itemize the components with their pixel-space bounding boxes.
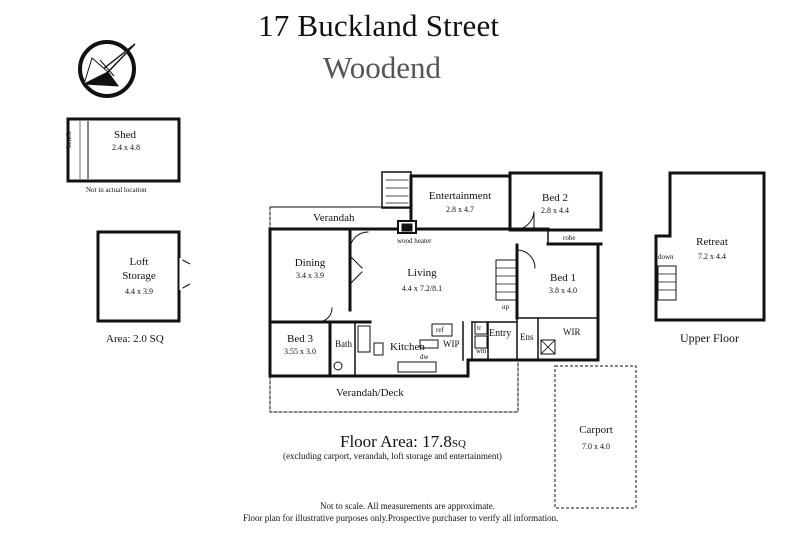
verandah-deck-label: Verandah/Deck (336, 387, 404, 399)
shed-label: Shed (114, 129, 136, 141)
kitchen-label: Kitchen (390, 341, 425, 353)
wip-label: WIP (443, 339, 460, 349)
compass-icon (78, 40, 136, 98)
floor-area-main: Floor Area: 17.8 (340, 432, 452, 451)
loft-size: 4.4 x 3.9 (125, 287, 153, 296)
dw-label: dw (420, 353, 429, 361)
floor-area-unit: SQ (451, 438, 466, 450)
carport-size: 7.0 x 4.0 (582, 442, 610, 451)
floor-area: Floor Area: 17.8SQ (340, 432, 466, 452)
verandah-top-label: Verandah (313, 212, 355, 224)
bed2-label: Bed 2 (542, 192, 568, 204)
ens-label: Ens (520, 332, 534, 342)
disclaimer-line-1: Not to scale. All measurements are appro… (320, 501, 495, 511)
bed1-size: 3.8 x 4.0 (549, 286, 577, 295)
loft-label-2: Storage (122, 270, 156, 282)
main-house-walls (268, 171, 603, 413)
disclaimer-line-2: Floor plan for illustrative purposes onl… (243, 513, 559, 523)
suburb-title: Woodend (323, 50, 442, 85)
retreat-outline (654, 171, 766, 322)
bed2-size: 2.8 x 4.4 (541, 206, 569, 215)
carport-label: Carport (579, 424, 613, 436)
dining-label: Dining (294, 257, 326, 269)
stairs-up-label: up (502, 303, 509, 311)
street-title: 17 Buckland Street (258, 8, 500, 43)
retreat-label: Retreat (696, 236, 728, 248)
living-label: Living (407, 267, 437, 279)
floor-area-note: (excluding carport, verandah, loft stora… (283, 451, 502, 461)
dining-size: 3.4 x 3.9 (296, 271, 324, 280)
loft-label-1: Loft (129, 256, 149, 268)
bath-label: Bath (335, 339, 352, 349)
bed1-label: Bed 1 (550, 272, 576, 284)
stairs-down-label: down (658, 253, 674, 261)
bed3-label: Bed 3 (287, 333, 313, 345)
wood-heater-label: wood heater (397, 237, 432, 245)
loft-area: Area: 2.0 SQ (106, 333, 164, 345)
tr-label: tr (477, 324, 482, 332)
upper-floor-label: Upper Floor (680, 331, 739, 345)
shed-size: 2.4 x 4.8 (112, 143, 140, 152)
shed-outline (66, 117, 181, 183)
carport-outline (554, 365, 637, 509)
entry-label: Entry (489, 328, 512, 339)
bed3-size: 3.55 x 3.0 (284, 347, 316, 356)
bench-label: bench (65, 131, 73, 148)
entertainment-label: Entertainment (428, 190, 492, 202)
shed-note: Not in actual location (86, 186, 147, 194)
wm-label: wm (476, 347, 487, 355)
ref-label: ref (436, 326, 444, 334)
wir-label: WIR (563, 327, 581, 337)
robe-label: robe (563, 234, 576, 242)
loft-outline (96, 230, 191, 323)
retreat-size: 7.2 x 4.4 (698, 252, 726, 261)
living-size: 4.4 x 7.2/8.1 (401, 284, 443, 293)
entertainment-size: 2.8 x 4.7 (446, 205, 474, 214)
